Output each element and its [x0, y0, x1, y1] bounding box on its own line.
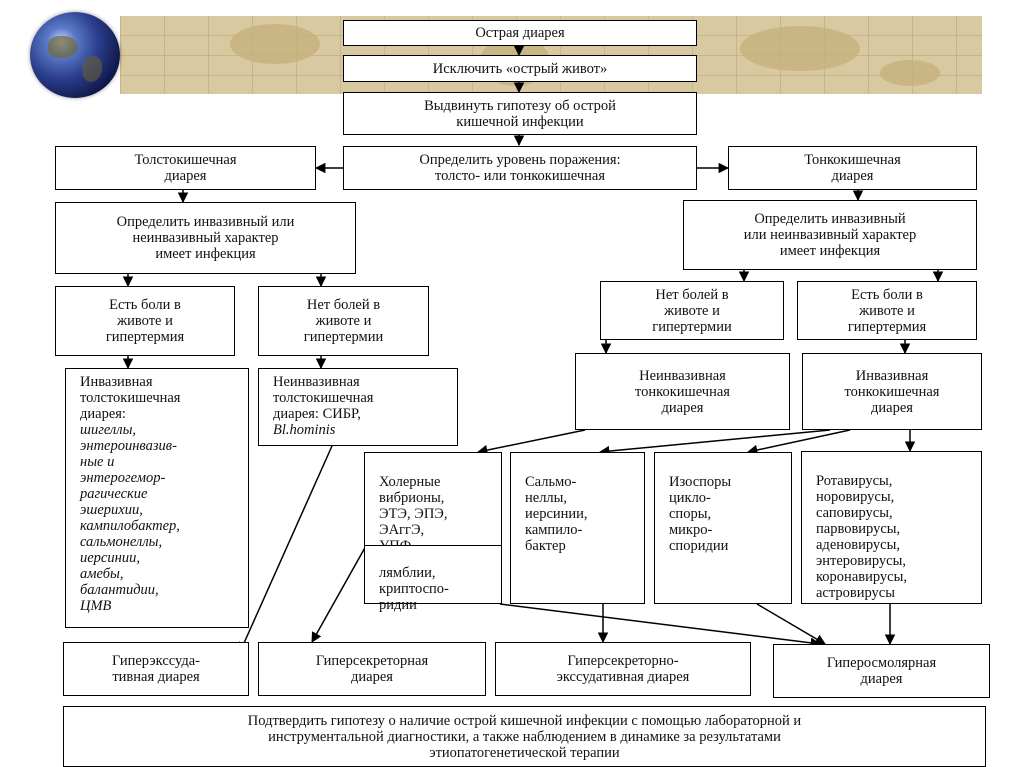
box-hypersecretory: Гиперсекреторная диарея — [258, 642, 486, 696]
salmonella-group-text: Сальмо- неллы, иерсинии, кампило- бактер — [525, 474, 588, 554]
isospora-group-text: Изоспоры цикло- споры, микро- споридии — [669, 474, 732, 554]
box-exclude-acute-abdomen: Исключить «острый живот» — [343, 55, 697, 82]
box-pain-present-right: Есть боли в животе и гипертермия — [797, 281, 977, 340]
invasive-colonic-pathogens: шигеллы, энтероинвазив- ные и энтерогемо… — [80, 422, 180, 614]
box-hypersecretory-exudative: Гиперсекреторно- экссудативная диарея — [495, 642, 751, 696]
box-isospora-group: Изоспоры цикло- споры, микро- споридии — [654, 452, 792, 604]
box-no-pain-right: Нет болей в животе и гипертермии — [600, 281, 784, 340]
box-virus-group: Ротавирусы, норовирусы, саповирусы, парв… — [801, 451, 982, 604]
virus-group-text: Ротавирусы, норовирусы, саповирусы, парв… — [816, 473, 907, 601]
box-determine-invasive-left: Определить инвазивный или неинвазивный х… — [55, 202, 356, 274]
box-hypothesis: Выдвинуть гипотезу об острой кишечной ин… — [343, 92, 697, 135]
box-determine-invasive-right: Определить инвазивный или неинвазивный х… — [683, 200, 977, 270]
box-noninvasive-small: Неинвазивная тонкокишечная диарея — [575, 353, 790, 430]
box-pain-present-left: Есть боли в животе и гипертермия — [55, 286, 235, 356]
noninvasive-colonic-title: Неинвазивная толстокишечная диарея: СИБР… — [273, 374, 374, 422]
globe-icon — [30, 12, 120, 98]
box-invasive-small: Инвазивная тонкокишечная диарея — [802, 353, 982, 430]
box-determine-level: Определить уровень поражения: толсто- ил… — [343, 146, 697, 190]
giardia-group-text: лямблии, криптоспо- ридии — [379, 565, 449, 613]
box-invasive-colonic-list: Инвазивная толстокишечная диарея: шигелл… — [65, 368, 249, 628]
box-noninvasive-colonic: Неинвазивная толстокишечная диарея: СИБР… — [258, 368, 458, 446]
box-colonic-diarrhea: Толстокишечная диарея — [55, 146, 316, 190]
box-confirm-hypothesis: Подтвердить гипотезу о наличие острой ки… — [63, 706, 986, 767]
box-no-pain-left: Нет болей в животе и гипертермии — [258, 286, 429, 356]
noninvasive-colonic-agent: Bl.hominis — [273, 422, 336, 438]
box-hyperosmolar: Гиперосмолярная диарея — [773, 644, 990, 698]
box-giardia-group: лямблии, криптоспо- ридии — [364, 545, 502, 613]
box-acute-diarrhea: Острая диарея — [343, 20, 697, 46]
cholera-group-text: Холерные вибрионы, ЭТЭ, ЭПЭ, ЭАггЭ, УПФ — [379, 474, 448, 554]
box-small-intestine-diarrhea: Тонкокишечная диарея — [728, 146, 977, 190]
box-salmonella-group: Сальмо- неллы, иерсинии, кампило- бактер — [510, 452, 645, 604]
box-hyperexudative: Гиперэкссуда- тивная диарея — [63, 642, 249, 696]
invasive-colonic-title: Инвазивная толстокишечная диарея: — [80, 374, 181, 422]
